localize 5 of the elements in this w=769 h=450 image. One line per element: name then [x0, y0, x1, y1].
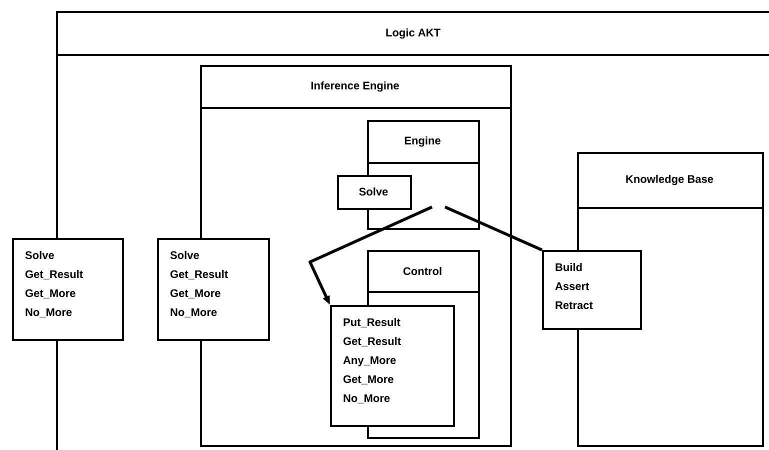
interface-box: Solve Get_Result Get_More No_More: [157, 238, 270, 341]
interface-box: Solve Get_Result Get_More No_More: [12, 238, 124, 341]
interface-box: Put_Result Get_Result Any_More Get_More No_More: [330, 305, 455, 427]
interface-box: Build Assert Retract: [542, 250, 642, 330]
method-box: Solve: [337, 175, 412, 210]
